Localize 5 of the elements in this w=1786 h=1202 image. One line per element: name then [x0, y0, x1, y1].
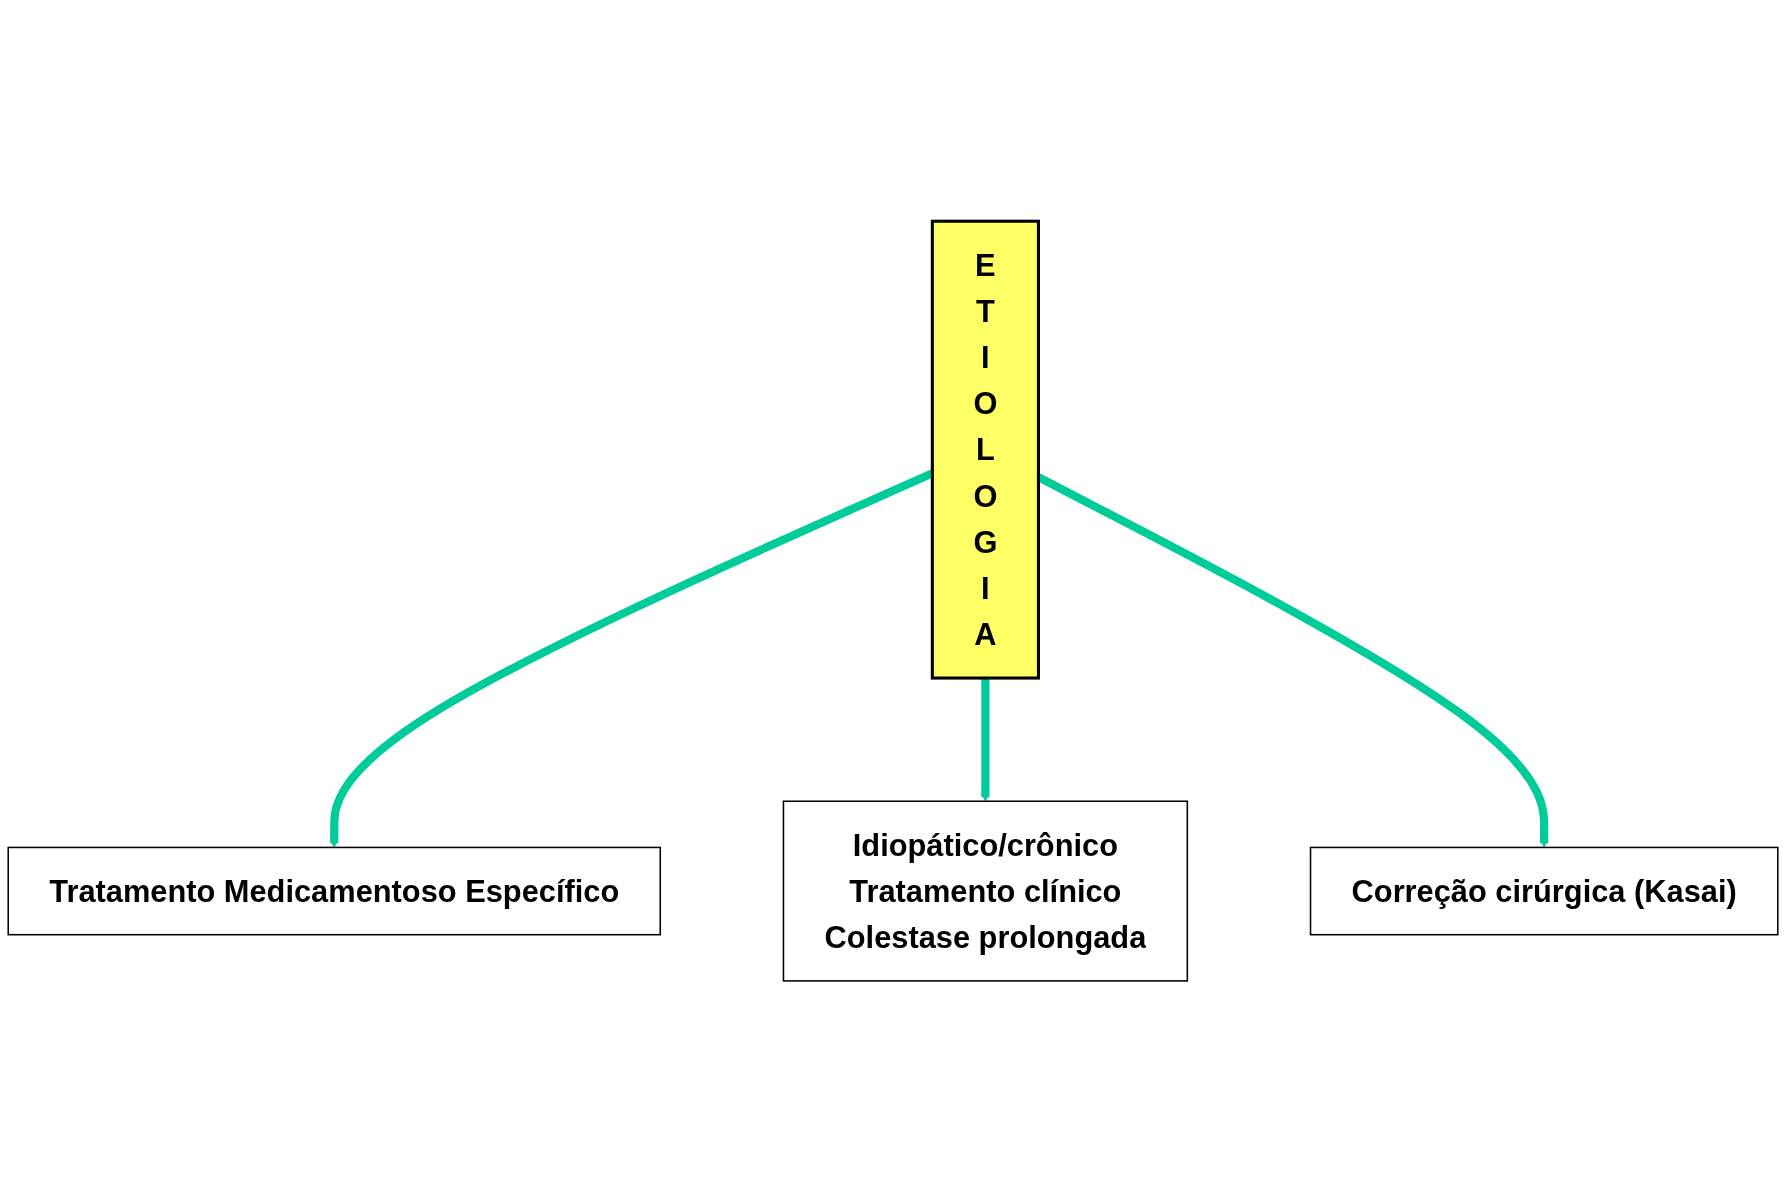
- node-box: E T I O L O G I A: [930, 219, 1040, 680]
- node-box: Tratamento Medicamentoso Específico: [7, 846, 662, 936]
- node-box: Correção cirúrgica (Kasai): [1309, 846, 1779, 936]
- node-box: Idiopático/crônico Tratamento clínico Colestase prolongada: [782, 800, 1189, 982]
- arrow: [980, 678, 990, 802]
